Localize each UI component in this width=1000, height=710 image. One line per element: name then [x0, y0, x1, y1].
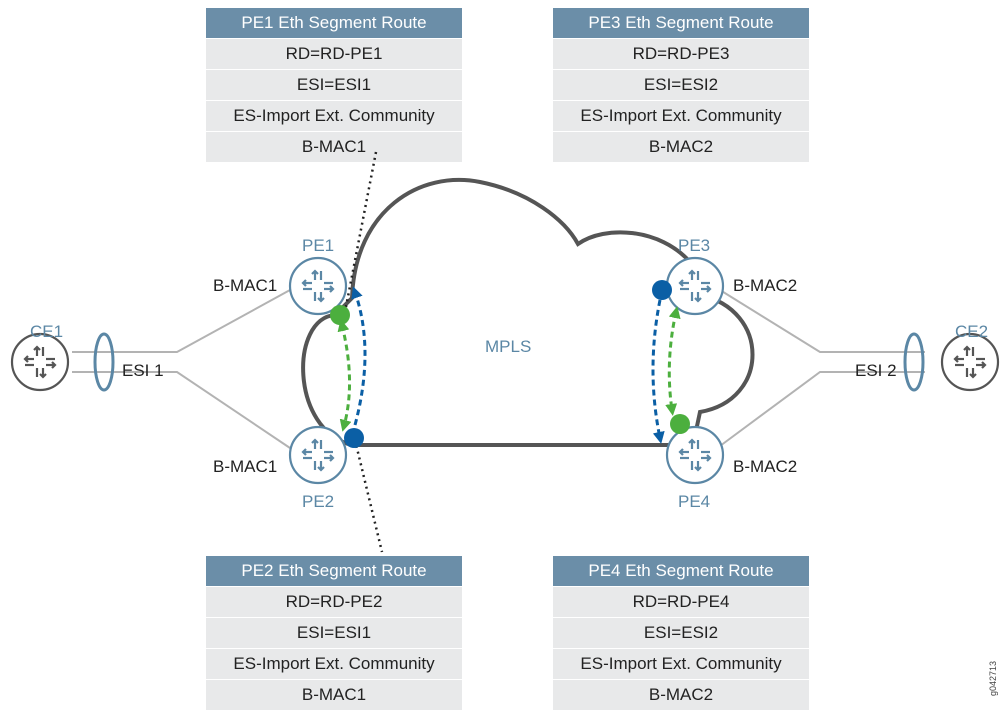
pe1-rd-row: RD=RD-PE1 — [206, 38, 462, 69]
pe1-esi-row: ESI=ESI1 — [206, 69, 462, 100]
pe1-route-table: PE1 Eth Segment Route RD=RD-PE1 ESI=ESI1… — [206, 8, 462, 162]
pe3-router-icon — [665, 256, 725, 316]
pe1-community-row: ES-Import Ext. Community — [206, 100, 462, 131]
bmac-pe2-label: B-MAC1 — [213, 457, 277, 476]
pe2-route-table: PE2 Eth Segment Route RD=RD-PE2 ESI=ESI1… — [206, 556, 462, 710]
ce2-access-links — [719, 289, 925, 447]
pe1-route-header: PE1 Eth Segment Route — [206, 8, 462, 38]
pe3-route-header: PE3 Eth Segment Route — [553, 8, 809, 38]
bmac-pe3-label: B-MAC2 — [733, 276, 797, 295]
pe2-rd-row: RD=RD-PE2 — [206, 586, 462, 617]
pe1-router-icon — [288, 256, 348, 316]
esi2-ring — [903, 332, 925, 392]
pe1-bmac-row: B-MAC1 — [206, 131, 462, 162]
pe3-bmac-row: B-MAC2 — [553, 131, 809, 162]
pe3-label: PE3 — [678, 236, 710, 255]
pe4-green-dot — [670, 414, 690, 434]
pe2-route-header: PE2 Eth Segment Route — [206, 556, 462, 586]
pe3-esi-row: ESI=ESI2 — [553, 69, 809, 100]
pe2-callout-line — [353, 439, 384, 553]
pe2-blue-dot — [344, 428, 364, 448]
pe1-pe2-green-arrow — [337, 319, 352, 432]
pe2-pe1-blue-arrow — [351, 286, 367, 426]
ce2-router-icon — [940, 332, 1000, 392]
pe1-label: PE1 — [302, 236, 334, 255]
pe2-esi-row: ESI=ESI1 — [206, 617, 462, 648]
pe2-community-row: ES-Import Ext. Community — [206, 648, 462, 679]
pe4-rd-row: RD=RD-PE4 — [553, 586, 809, 617]
bmac-pe1-label: B-MAC1 — [213, 276, 277, 295]
esi2-label: ESI 2 — [855, 361, 897, 380]
pe4-router-icon — [665, 425, 725, 485]
ce2-label: CE2 — [955, 322, 988, 341]
esi1-ring — [93, 332, 115, 392]
pe4-esi-row: ESI=ESI2 — [553, 617, 809, 648]
pe3-community-row: ES-Import Ext. Community — [553, 100, 809, 131]
ce1-router-icon — [10, 332, 70, 392]
pe3-blue-dot — [652, 280, 672, 300]
pe2-label: PE2 — [302, 492, 334, 511]
pe4-route-header: PE4 Eth Segment Route — [553, 556, 809, 586]
pe2-router-icon — [288, 425, 348, 485]
pe3-rd-row: RD=RD-PE3 — [553, 38, 809, 69]
pe4-label: PE4 — [678, 492, 710, 511]
pe4-pe3-green-arrow — [665, 306, 681, 416]
mpls-label: MPLS — [485, 337, 531, 356]
bmac-pe4-label: B-MAC2 — [733, 457, 797, 476]
figure-id: g042713 — [988, 661, 998, 696]
pe1-green-dot — [330, 305, 350, 325]
pe3-route-table: PE3 Eth Segment Route RD=RD-PE3 ESI=ESI2… — [553, 8, 809, 162]
pe4-community-row: ES-Import Ext. Community — [553, 648, 809, 679]
pe3-pe4-blue-arrow — [651, 299, 665, 444]
ce1-access-links — [72, 289, 291, 449]
esi1-label: ESI 1 — [122, 361, 164, 380]
ce1-label: CE1 — [30, 322, 63, 341]
